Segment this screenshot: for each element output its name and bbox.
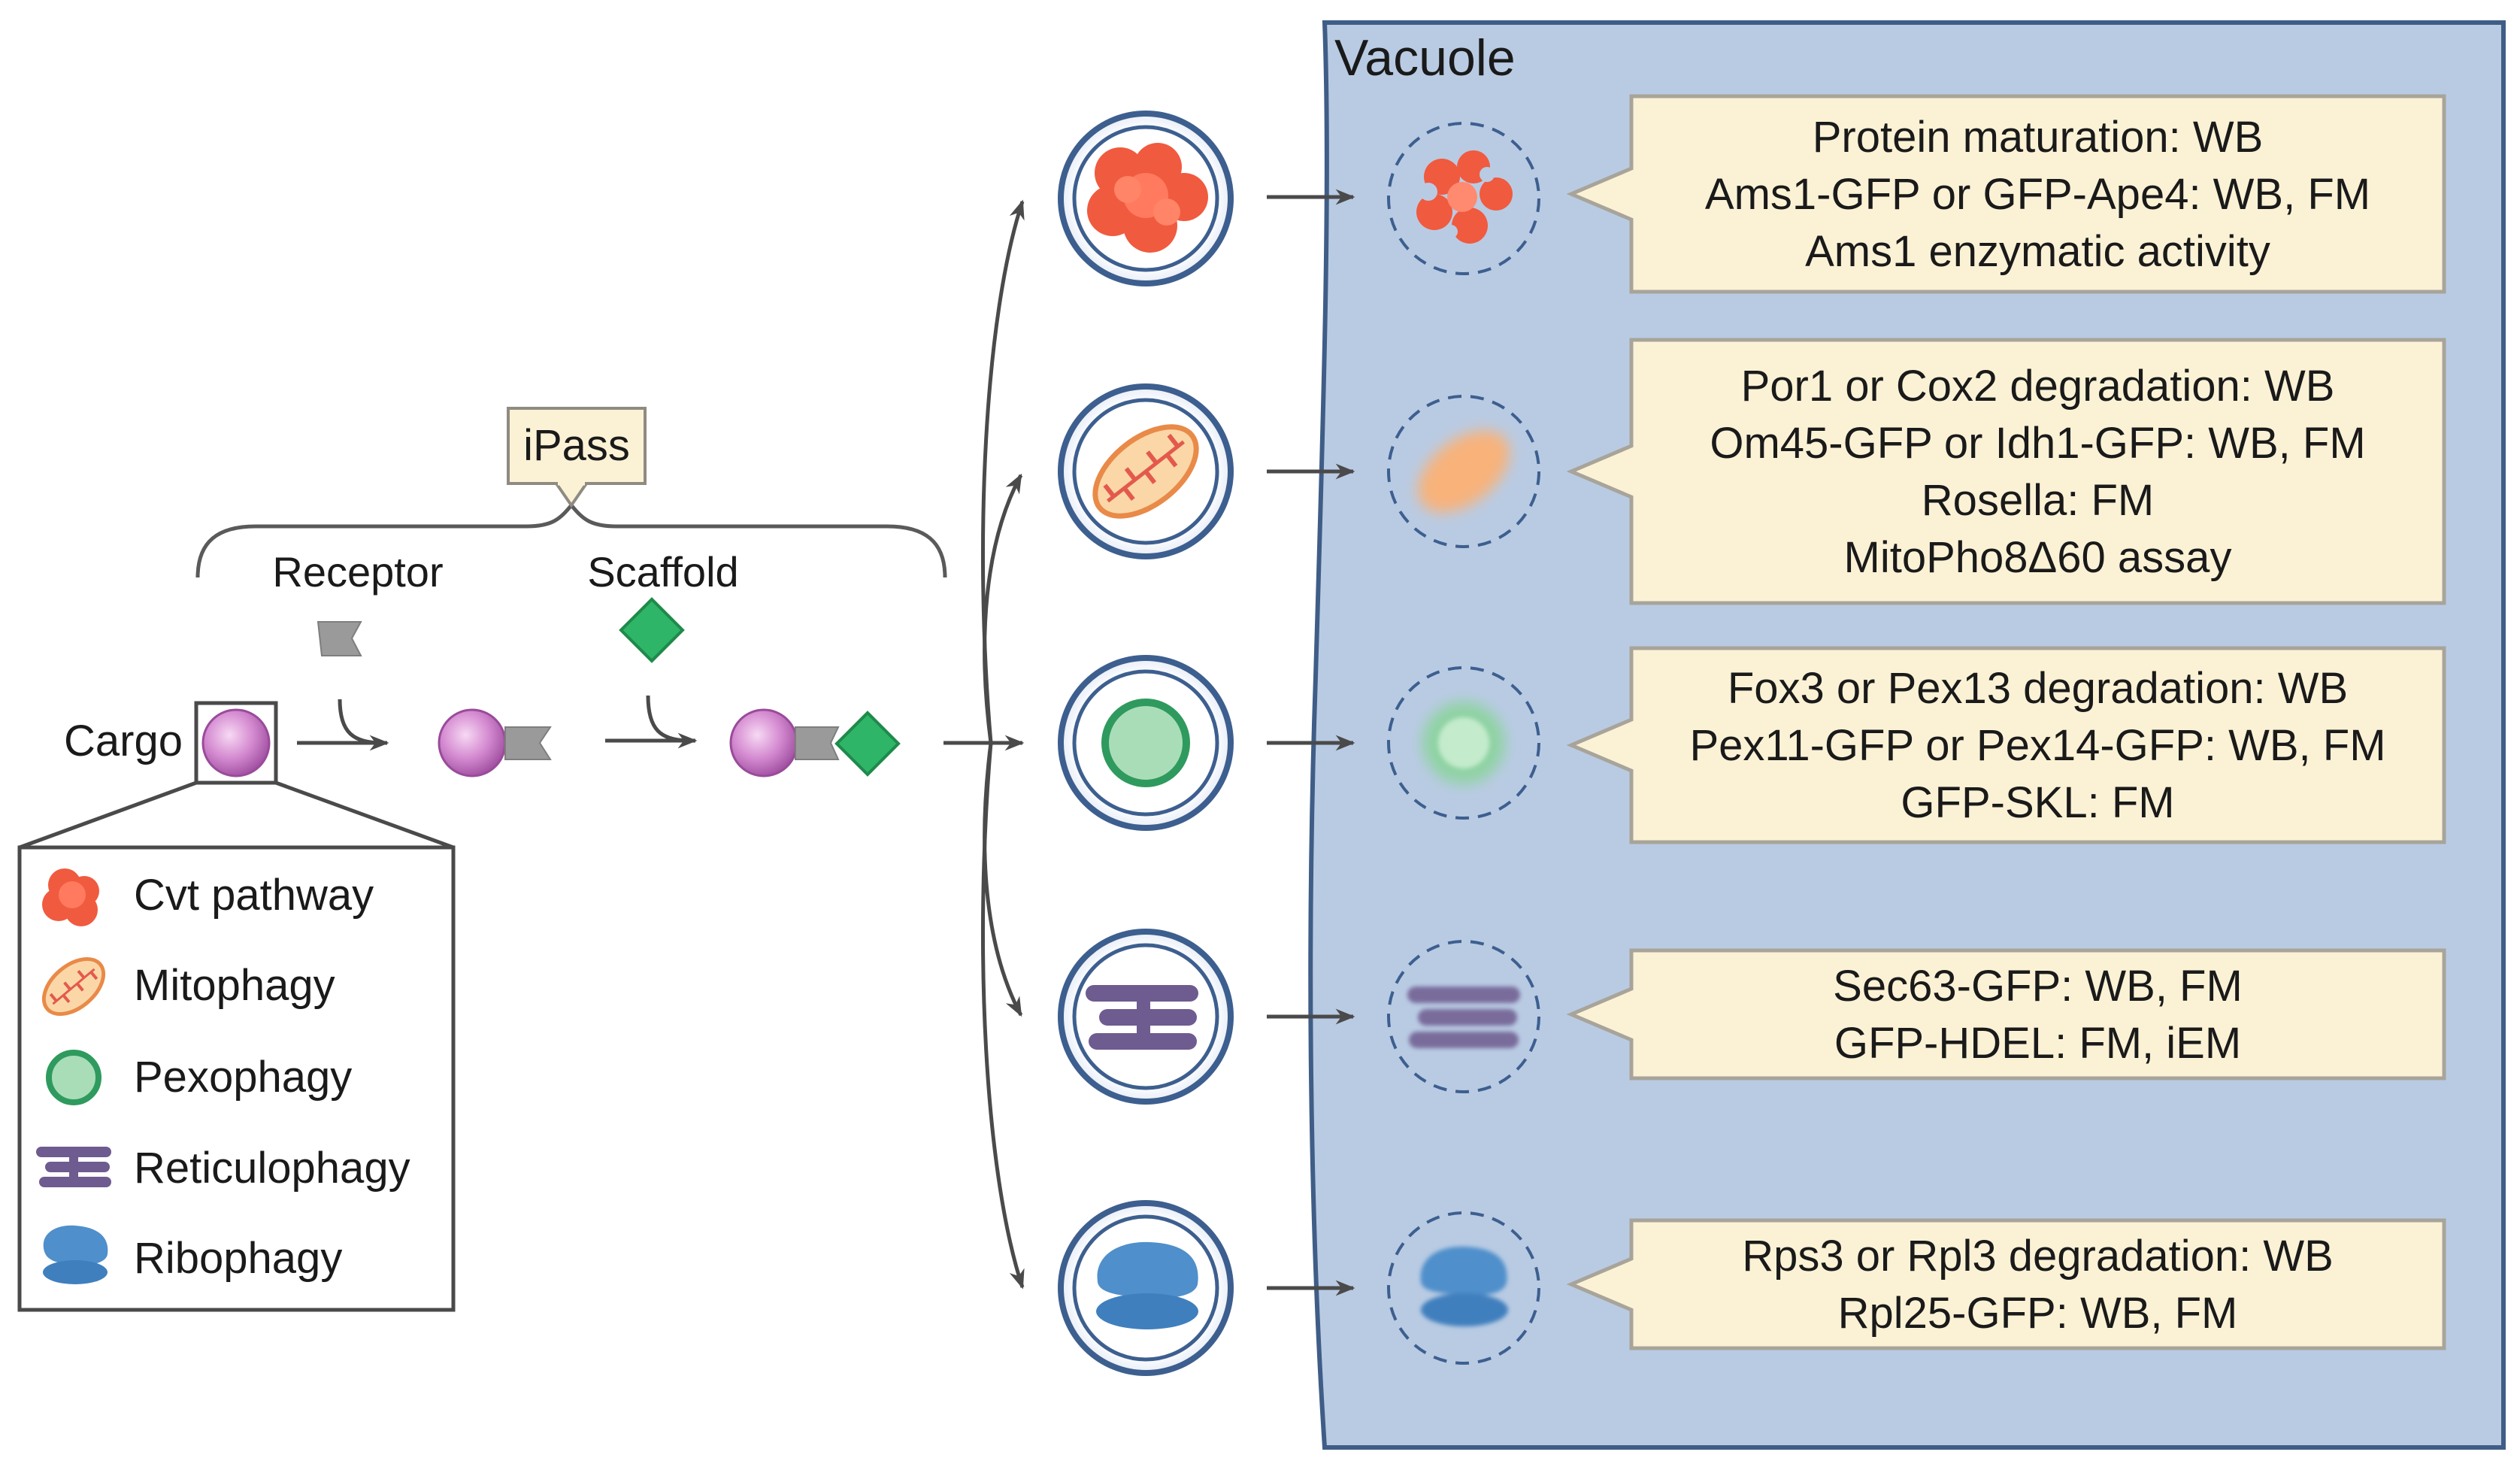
row-pexo — [1058, 655, 1540, 831]
assay-callout-cvt: Protein maturation: WB Ams1-GFP or GFP-Ap… — [1566, 94, 2446, 294]
legend-item-er: Reticulophagy — [36, 1144, 410, 1193]
mitochondrion-icon — [41, 956, 106, 1017]
legend-label-mito: Mitophagy — [134, 961, 335, 1010]
legend-item-ribo: Ribophagy — [43, 1225, 342, 1284]
row-cvt — [1058, 111, 1540, 286]
assay-line: GFP-HDEL: FM, iEM — [1834, 1019, 2241, 1068]
arrow-scaffold-join — [646, 695, 691, 743]
vesicle-cvt-cargo-icon — [1087, 143, 1208, 253]
body-cvt — [1387, 122, 1540, 275]
degraded-ribo-icon — [1420, 1246, 1508, 1326]
assay-callout-pexo: Fox3 or Pex13 degradation: WB Pex11-GFP o… — [1566, 646, 2446, 844]
complex-cargo — [729, 708, 798, 777]
assay-callouts: Protein maturation: WB Ams1-GFP or GFP-Ap… — [1566, 94, 2446, 1350]
legend-item-cvt: Cvt pathway — [42, 868, 374, 926]
assay-line: Por1 or Cox2 degradation: WB — [1741, 362, 2335, 411]
legend-label-cvt: Cvt pathway — [134, 871, 374, 920]
cargo-label: Cargo — [64, 717, 183, 765]
receptor-icon — [317, 621, 362, 656]
assay-line: Rpl25-GFP: WB, FM — [1838, 1289, 2238, 1338]
receptor-label: Receptor — [272, 548, 443, 596]
legend-item-pexo: Pexophagy — [46, 1050, 352, 1105]
assay-callout-er: Sec63-GFP: WB, FM GFP-HDEL: FM, iEM — [1566, 948, 2446, 1081]
ribosome-icon — [43, 1225, 108, 1284]
body-ribo — [1387, 1211, 1540, 1365]
assay-line: Fox3 or Pex13 degradation: WB — [1728, 664, 2348, 713]
legend-zoom-line-right — [275, 780, 454, 850]
legend-label-pexo: Pexophagy — [134, 1053, 352, 1102]
assay-line: GFP-SKL: FM — [1901, 778, 2174, 827]
assay-callout-mito: Por1 or Cox2 degradation: WB Om45-GFP or … — [1566, 338, 2446, 605]
body-pexo — [1387, 666, 1540, 820]
legend-item-mito: Mitophagy — [41, 956, 335, 1017]
ipass-label: iPass — [523, 421, 630, 470]
assay-line: Protein maturation: WB — [1813, 113, 2264, 162]
scaffold-label: Scaffold — [587, 548, 738, 596]
cvt-cargo-icon — [42, 868, 99, 926]
vesicle-mito-icon — [1092, 424, 1199, 519]
assay-line: Rosella: FM — [1922, 476, 2154, 525]
body-er — [1387, 940, 1540, 1093]
legend-zoom-line-left — [19, 780, 197, 850]
assay-line: Pex11-GFP or Pex14-GFP: WB, FM — [1689, 721, 2385, 770]
fan-arrow-4 — [983, 742, 1023, 1017]
fan-arrow-1 — [980, 199, 1025, 744]
degraded-mito-icon — [1418, 430, 1510, 513]
row-ribo — [1058, 1200, 1540, 1376]
degraded-er-icon — [1407, 987, 1520, 1048]
scaffold-icon — [619, 597, 685, 663]
cargo-receptor-cargo — [438, 708, 507, 777]
fan-arrow-5 — [980, 742, 1025, 1290]
assay-line: Om45-GFP or Idh1-GFP: WB, FM — [1710, 419, 2365, 468]
degraded-cvt-icon — [1416, 150, 1513, 244]
ipass-box: iPass — [507, 407, 647, 508]
peroxisome-icon — [46, 1050, 101, 1105]
vesicle-ribo-icon — [1096, 1241, 1198, 1329]
vesicle-pexo-icon — [1101, 699, 1190, 787]
cargo-receptor-receptor — [504, 726, 552, 760]
assay-line: Ams1-GFP or GFP-Ape4: WB, FM — [1705, 170, 2370, 219]
fan-arrow-2 — [983, 473, 1023, 744]
vacuole-label: Vacuole — [1334, 29, 1516, 86]
row-er — [1058, 929, 1540, 1105]
er-icon — [36, 1147, 111, 1187]
legend-label-ribo: Ribophagy — [134, 1234, 342, 1283]
vesicle-er-icon — [1086, 985, 1198, 1050]
row-mito — [1058, 383, 1540, 559]
cargo-icon — [201, 708, 271, 777]
body-mito — [1387, 395, 1540, 548]
assay-line: Rps3 or Rpl3 degradation: WB — [1742, 1232, 2334, 1281]
assay-line: Ams1 enzymatic activity — [1805, 227, 2270, 276]
arrow-receptor-join — [338, 699, 384, 745]
complex-scaffold — [834, 711, 901, 777]
legend-label-er: Reticulophagy — [134, 1144, 410, 1193]
assay-callout-ribo: Rps3 or Rpl3 degradation: WB Rpl25-GFP: W… — [1566, 1218, 2446, 1350]
assay-line: Sec63-GFP: WB, FM — [1833, 962, 2243, 1011]
complex-receptor — [795, 726, 840, 760]
assay-line: MitoPho8Δ60 assay — [1844, 533, 2232, 582]
